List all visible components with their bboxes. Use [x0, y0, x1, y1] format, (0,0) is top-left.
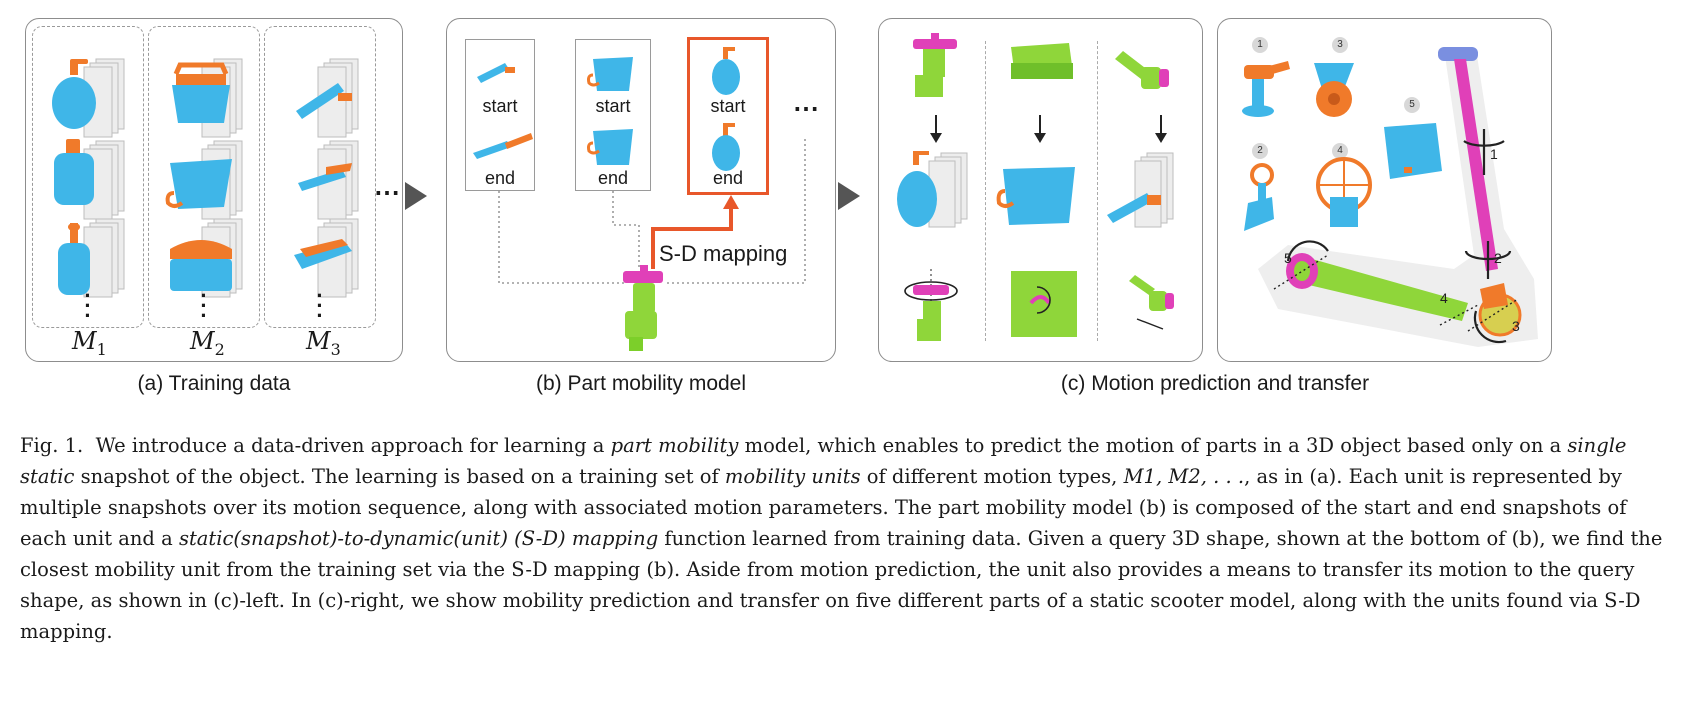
panel-training-data: ··· ··· ··· M1 M2 M3 ⋯	[25, 18, 403, 362]
column-separator	[985, 41, 986, 341]
caption-text: of different motion types,	[860, 465, 1124, 488]
caption-text: We introduce a data-driven approach for …	[95, 434, 611, 457]
unit-number-4: 4	[1332, 143, 1348, 159]
unit-number-1: 1	[1252, 37, 1268, 53]
scooter-part-number-1: 1	[1490, 146, 1498, 162]
end-label: end	[484, 168, 516, 188]
scooter-part-number-5: 5	[1284, 250, 1292, 266]
flow-arrow-a-to-b	[405, 182, 427, 210]
scooter-part-number-3: 3	[1512, 318, 1520, 334]
part-mobility-illustrations	[473, 47, 806, 351]
caption-emphasis: static(snapshot)-to-dynamic(unit) (S-D) …	[178, 527, 659, 550]
unit-number-2: 2	[1252, 143, 1268, 159]
panel-part-mobility-model: start end start end start end ⋯ S-D mapp…	[446, 18, 836, 362]
more-units-dots-m2: ···	[200, 283, 208, 328]
scooter-part-number-4: 4	[1440, 290, 1448, 306]
flow-arrow-b-to-c	[838, 182, 860, 210]
caption-math: M1, M2, . . .	[1123, 465, 1245, 488]
unit-label-m1: M1	[72, 327, 107, 359]
caption-text: , as in (a). Each unit is represented by…	[20, 465, 1627, 550]
start-label: start	[595, 96, 631, 116]
unit-column-m1	[32, 26, 144, 328]
panel-scooter-transfer: 1 3 5 2 4 1 2	[1217, 18, 1552, 362]
unit-snapshots-syringe: start end	[465, 39, 535, 191]
caption-text: function learned from training data. Giv…	[20, 527, 1663, 643]
sd-mapping-label: S-D mapping	[659, 241, 788, 266]
end-label: end	[597, 168, 629, 188]
start-label: start	[710, 96, 746, 116]
predict-arrow	[1155, 115, 1167, 143]
more-units-ellipsis: ⋯	[793, 93, 821, 123]
panel-motion-prediction	[878, 18, 1203, 362]
start-label: start	[482, 96, 518, 116]
caption-emphasis: single static	[20, 434, 1627, 488]
training-unit-illustrations	[52, 58, 359, 298]
caption-text: snapshot of the object. The learning is …	[74, 465, 725, 488]
more-units-dots-m3: ···	[316, 283, 324, 328]
motion-transfer-illustrations	[897, 33, 1174, 341]
unit-number-3: 3	[1332, 37, 1348, 53]
panel-b-label: (b) Part mobility model	[535, 372, 747, 395]
more-units-dots-m1: ···	[84, 283, 92, 328]
panel-a-label: (a) Training data	[137, 372, 291, 395]
unit-label-m2: M2	[190, 327, 225, 359]
predict-arrow	[930, 115, 942, 143]
end-label: end	[712, 168, 744, 188]
scooter-part-number-2: 2	[1494, 250, 1502, 266]
caption-prefix: Fig. 1.	[20, 434, 84, 457]
unit-number-5: 5	[1404, 97, 1420, 113]
panel-c-label: (c) Motion prediction and transfer	[1060, 372, 1370, 395]
caption-emphasis: mobility units	[724, 465, 861, 488]
scooter-illustration: 1 2 3 4 5	[1242, 47, 1538, 347]
more-units-ellipsis: ⋯	[374, 177, 402, 207]
unit-column-m3	[264, 26, 376, 328]
figure-caption: Fig. 1. We introduce a data-driven appro…	[20, 430, 1665, 647]
unit-label-m3: M3	[306, 327, 341, 359]
column-separator	[1097, 41, 1098, 341]
unit-column-m2	[148, 26, 260, 328]
caption-emphasis: part mobility	[610, 434, 739, 457]
predict-arrow	[1034, 115, 1046, 143]
caption-text: model, which enables to predict the moti…	[738, 434, 1568, 457]
